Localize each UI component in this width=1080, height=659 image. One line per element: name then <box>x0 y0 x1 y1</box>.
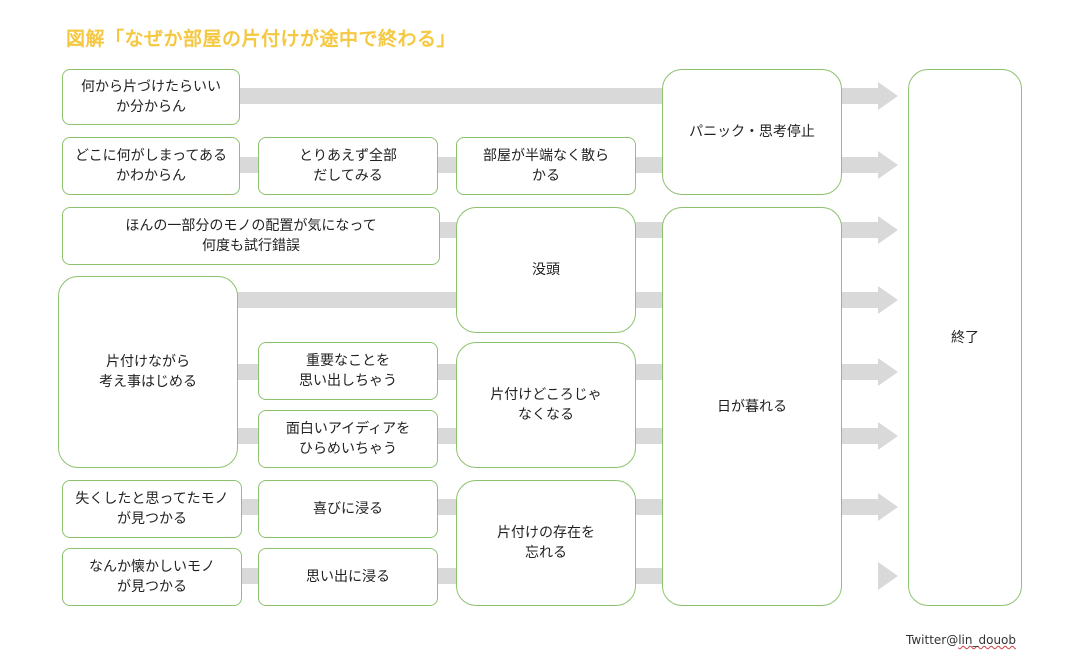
node-joy: 喜びに浸る <box>258 480 438 538</box>
node-lost-item-found: 失くしたと思ってたモノ が見つかる <box>62 480 242 538</box>
connector <box>634 157 664 173</box>
node-forget-tidying: 片付けの存在を 忘れる <box>456 480 636 606</box>
connector <box>840 364 880 380</box>
connector <box>634 568 664 584</box>
node-sunset: 日が暮れる <box>662 207 842 606</box>
connector <box>634 292 664 308</box>
credit-handle: lin_douob <box>958 633 1017 647</box>
connector <box>840 222 880 238</box>
connector <box>236 364 262 380</box>
connector <box>840 157 880 173</box>
node-no-longer-tidying: 片付けどころじゃ なくなる <box>456 342 636 468</box>
connector <box>840 428 880 444</box>
node-room-messy: 部屋が半端なく散ら かる <box>456 137 636 195</box>
arrow-head <box>878 216 898 244</box>
arrow-head <box>878 286 898 314</box>
node-where-to-start: 何から片づけたらいい か分からん <box>62 69 240 125</box>
node-placement-worry: ほんの一部分のモノの配置が気になって 何度も試行錯誤 <box>62 207 440 265</box>
connector <box>634 222 664 238</box>
connector <box>438 222 458 238</box>
node-nostalgic-found: なんか懐かしいモノ が見つかる <box>62 548 242 606</box>
connector <box>240 499 262 515</box>
diagram-title: 図解「なぜか部屋の片付けが途中で終わる」 <box>66 28 457 50</box>
connector <box>240 568 262 584</box>
arrow-head <box>878 151 898 179</box>
arrow-head <box>878 562 898 590</box>
node-think-while-tidy: 片付けながら 考え事はじめる <box>58 276 238 468</box>
connector <box>436 568 458 584</box>
node-memories: 思い出に浸る <box>258 548 438 606</box>
connector <box>840 499 880 515</box>
connector <box>236 428 262 444</box>
node-panic: パニック・思考停止 <box>662 69 842 195</box>
arrow-head <box>878 493 898 521</box>
arrow-head <box>878 422 898 450</box>
arrow-head <box>878 82 898 110</box>
connector <box>436 428 458 444</box>
node-remember-important: 重要なことを 思い出しちゃう <box>258 342 438 400</box>
connector <box>634 364 664 380</box>
connector <box>840 292 880 308</box>
credit-prefix: Twitter@ <box>906 633 959 647</box>
node-absorbed: 没頭 <box>456 207 636 333</box>
node-flash-idea: 面白いアイディアを ひらめいちゃう <box>258 410 438 468</box>
connector <box>436 157 458 173</box>
connector <box>236 157 262 173</box>
connector <box>236 292 458 308</box>
arrow-head <box>878 358 898 386</box>
node-where-stored: どこに何がしまってある かわからん <box>62 137 240 195</box>
connector <box>634 428 664 444</box>
node-take-all-out: とりあえず全部 だしてみる <box>258 137 438 195</box>
node-end: 終了 <box>908 69 1022 606</box>
connector <box>436 499 458 515</box>
connector <box>238 88 664 104</box>
credit: Twitter@lin_douob <box>906 633 1016 647</box>
connector <box>436 364 458 380</box>
connector <box>634 499 664 515</box>
connector <box>840 88 880 104</box>
